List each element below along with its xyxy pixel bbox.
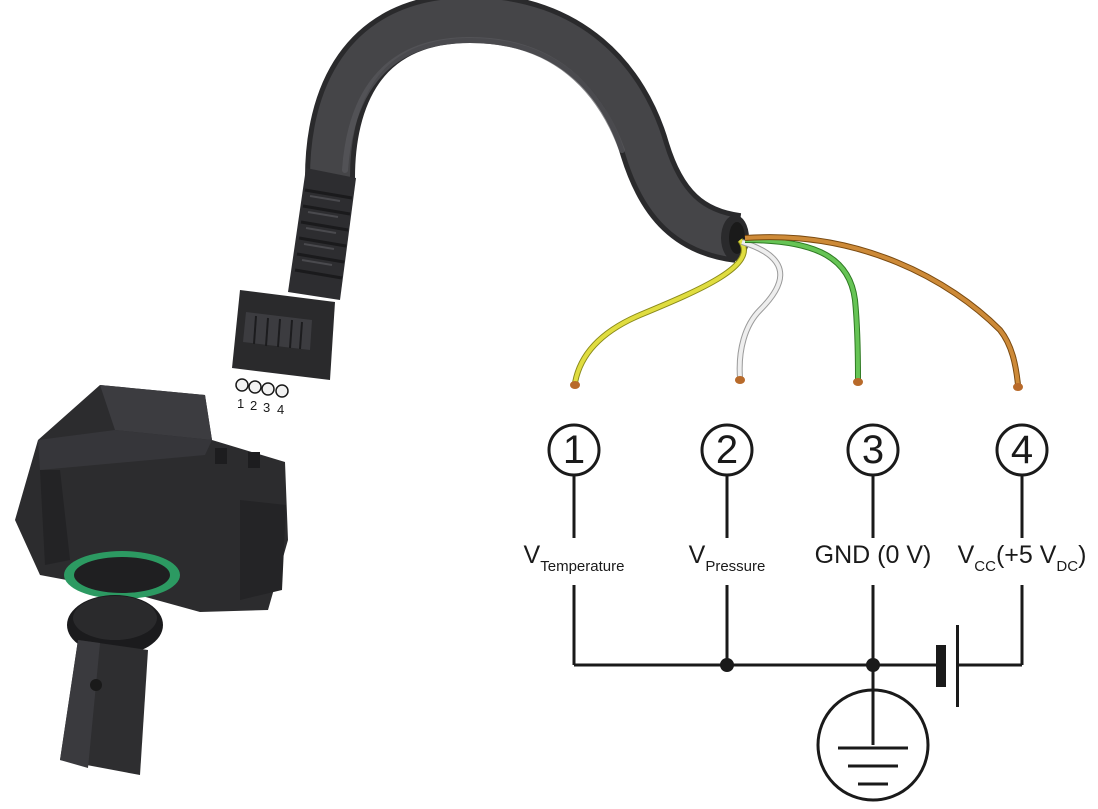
- pin-label-3: 3: [263, 400, 270, 415]
- terminal-number: 2: [716, 428, 738, 472]
- wire-yellow: [572, 238, 747, 384]
- sensor-body: [15, 385, 288, 775]
- connector-plug: 1 2 3 4: [232, 168, 356, 417]
- terminal-number: 3: [862, 428, 884, 472]
- pin-label-2: 2: [250, 398, 257, 413]
- terminal-2: 2: [700, 423, 754, 538]
- label-v-pressure: VPressure: [689, 541, 766, 575]
- junction-dot: [720, 658, 734, 672]
- pin-label-1: 1: [237, 396, 244, 411]
- terminal-4: 4: [995, 423, 1049, 538]
- battery-symbol: [936, 625, 959, 707]
- label-vcc: VCC(+5 VDC): [958, 541, 1087, 575]
- loose-wires: [570, 234, 1023, 391]
- terminal-1: 1: [547, 423, 601, 538]
- label-gnd: GND (0 V): [815, 541, 932, 569]
- terminal-3: 3: [846, 423, 900, 538]
- terminal-number: 4: [1011, 428, 1033, 472]
- cable: [305, 0, 749, 263]
- connector-pins: [235, 378, 289, 398]
- ground-symbol: [816, 665, 930, 802]
- terminal-number: 1: [563, 428, 585, 472]
- circuit: 1 2 3 4 VTemperature VPressure GND (0 V)…: [524, 423, 1087, 802]
- label-v-temperature: VTemperature: [524, 541, 625, 575]
- pin-label-4: 4: [277, 402, 284, 417]
